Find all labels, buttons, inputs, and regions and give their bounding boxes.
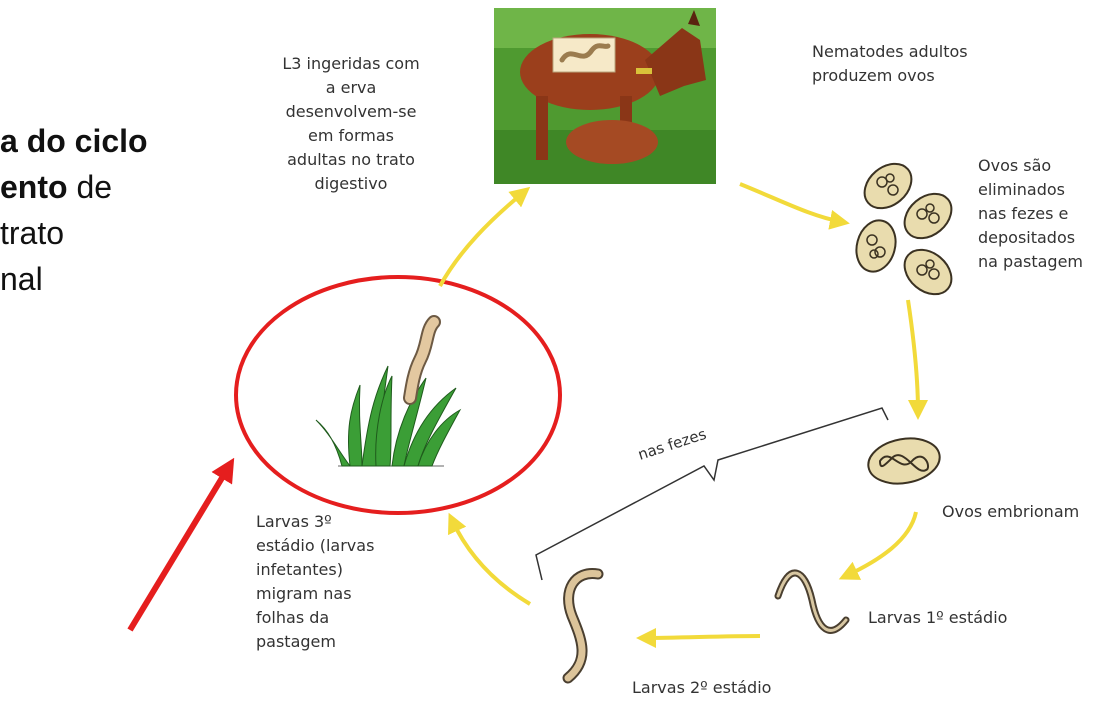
- label-larvae-2: Larvas 2º estádio: [632, 676, 771, 700]
- highlight-circle: [236, 277, 560, 513]
- grass-larva-icon: [316, 322, 460, 466]
- label-larvae-3: Larvas 3º estádio (larvas infetantes) mi…: [256, 510, 374, 654]
- bracket-label: nas fezes: [636, 425, 709, 464]
- embryonated-egg-icon: [865, 433, 944, 489]
- cycle-arrows: [440, 184, 918, 638]
- label-eggs: Ovos são eliminados nas fezes e deposita…: [978, 154, 1083, 274]
- label-embryonate: Ovos embrionam: [942, 500, 1079, 524]
- red-arrow: [130, 468, 228, 630]
- label-l3-ingested: L3 ingeridas com a erva desenvolvem-se e…: [246, 52, 456, 196]
- label-adults: Nematodes adultos produzem ovos: [812, 40, 968, 88]
- eggs-icon: [851, 155, 960, 304]
- goat-photo: [494, 8, 716, 184]
- label-larvae-1: Larvas 1º estádio: [868, 606, 1007, 630]
- feces-bracket: [536, 408, 888, 580]
